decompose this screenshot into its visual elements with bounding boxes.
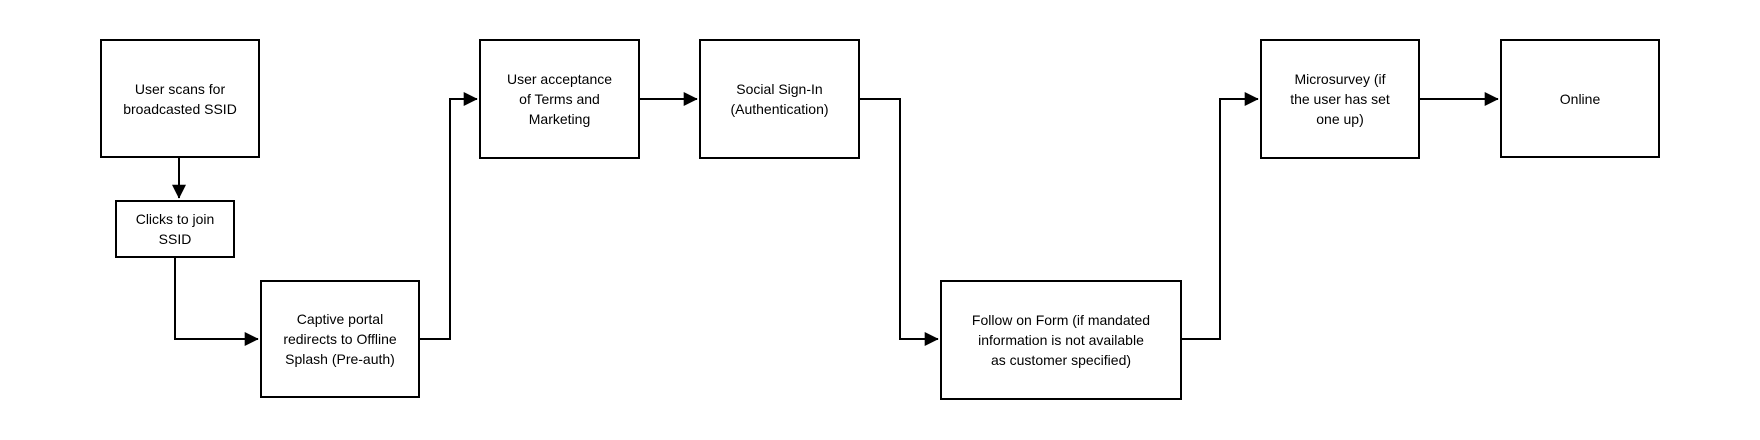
node-label: Social Sign-In (Authentication) <box>730 81 829 117</box>
node-label: Clicks to join SSID <box>135 211 215 247</box>
node-terms: User acceptance of Terms and Marketing <box>479 39 640 159</box>
node-label: User acceptance of Terms and Marketing <box>506 71 613 127</box>
node-microsurvey: Microsurvey (if the user has set one up) <box>1260 39 1420 159</box>
node-captive-portal: Captive portal redirects to Offline Spla… <box>260 280 420 398</box>
edge-captive-portal-to-terms <box>420 92 478 340</box>
node-join-ssid: Clicks to join SSID <box>115 200 235 258</box>
node-label: Follow on Form (if mandated information … <box>971 312 1151 368</box>
node-online: Online <box>1500 39 1660 158</box>
node-label: Microsurvey (if the user has set one up) <box>1290 71 1390 127</box>
node-follow-form: Follow on Form (if mandated information … <box>940 280 1182 400</box>
edge-follow-form-to-microsurvey <box>1182 92 1259 340</box>
edge-social-signin-to-follow-form <box>860 98 939 346</box>
node-scan-ssid: User scans for broadcasted SSID <box>100 39 260 158</box>
node-label: User scans for broadcasted SSID <box>123 80 237 117</box>
node-label: Online <box>1559 90 1601 107</box>
edge-join-ssid-to-captive-portal <box>174 258 259 346</box>
node-social-signin: Social Sign-In (Authentication) <box>699 39 860 159</box>
node-label: Captive portal redirects to Offline Spla… <box>283 311 397 367</box>
